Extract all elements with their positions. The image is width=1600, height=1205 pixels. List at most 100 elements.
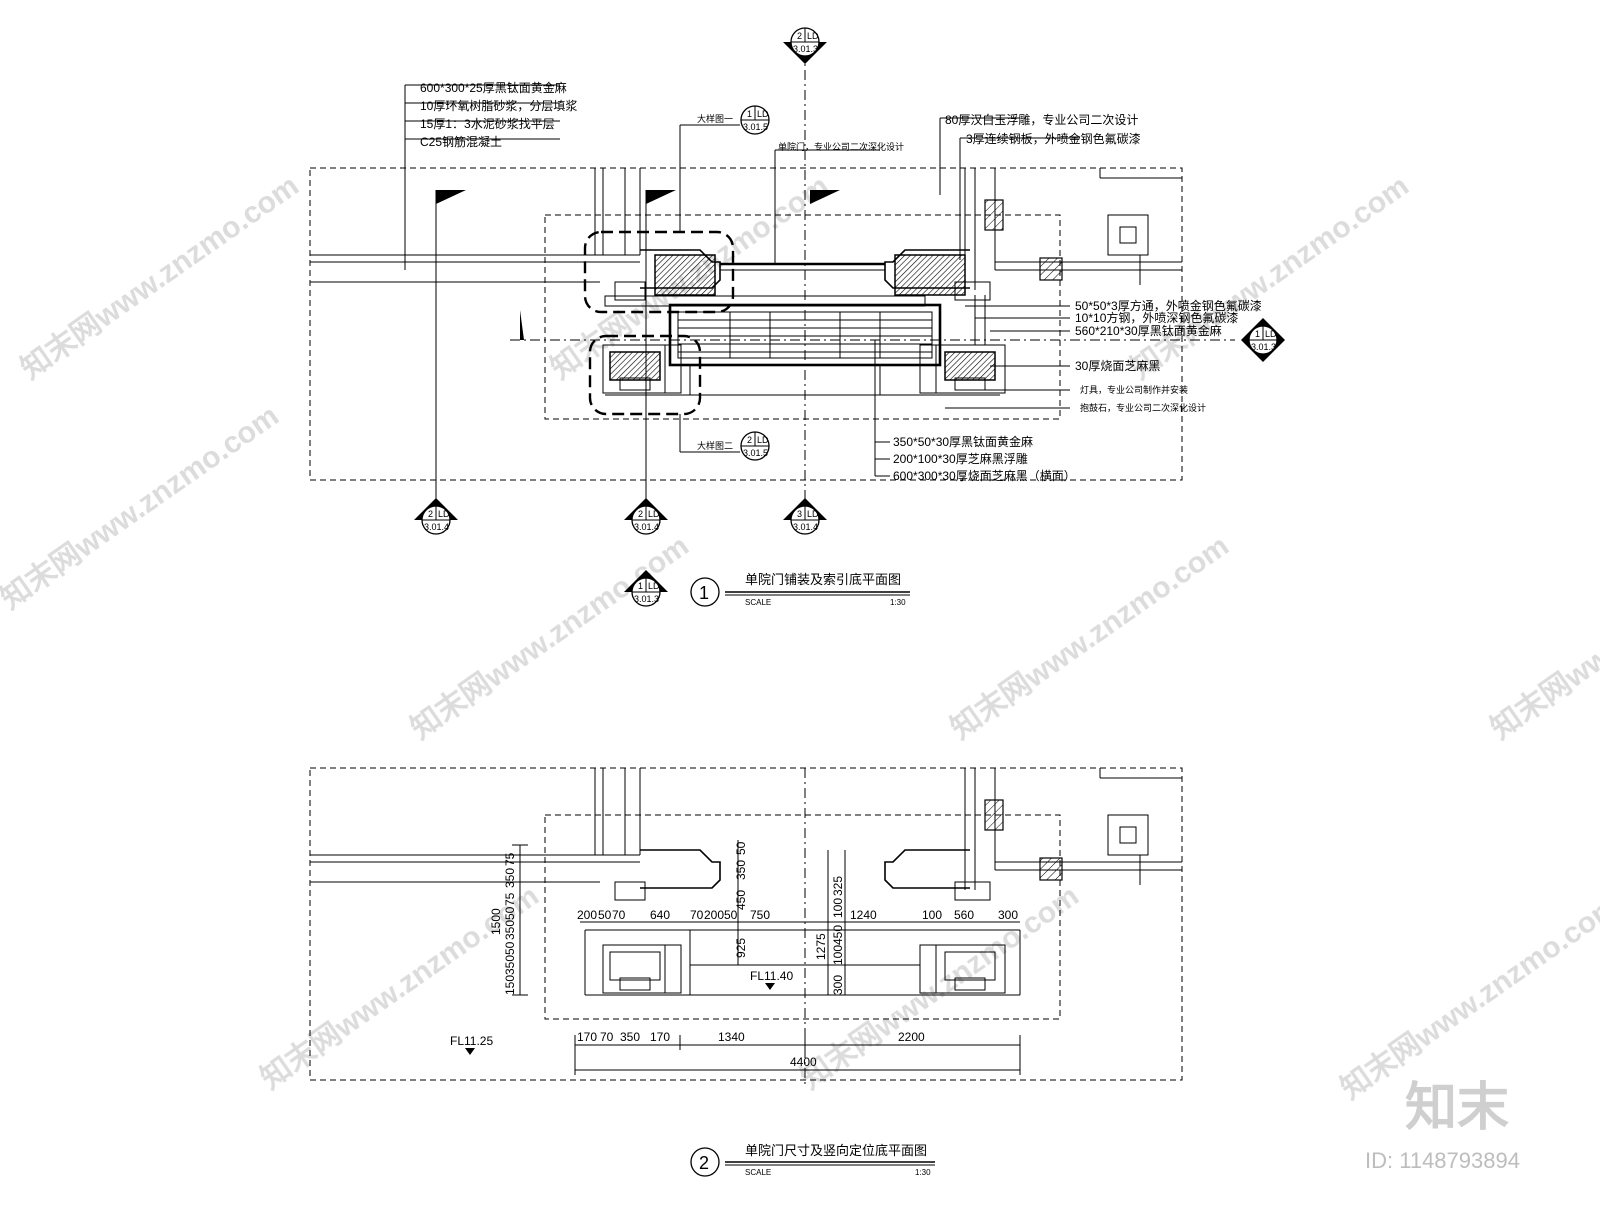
svg-text:LD: LD	[1265, 329, 1277, 339]
dim-v: 1500	[489, 908, 503, 935]
note-steel-plate: 3厚连续钢板，外喷金钢色氟碳漆	[966, 131, 1141, 146]
dim-h: 170	[650, 1030, 670, 1044]
dim-v: 450	[734, 890, 748, 910]
drawing-1-title: 1 单院门铺装及索引底平面图 SCALE 1:30	[690, 572, 910, 607]
svg-text:LD: LD	[807, 509, 819, 519]
note-bottom-1: 350*50*30厚黑钛面黄金麻	[893, 434, 1033, 449]
svg-text:3.01.3: 3.01.3	[634, 594, 659, 604]
svg-text:3.01.3: 3.01.3	[793, 44, 818, 54]
drawing-number: 1	[699, 583, 709, 603]
svg-text:3.01.3: 3.01.3	[1251, 342, 1276, 352]
dim-v: 925	[734, 938, 748, 958]
svg-text:3: 3	[797, 509, 802, 519]
dim-h: 200	[704, 908, 724, 922]
note-bottom-2: 200*100*30厚芝麻黑浮雕	[893, 451, 1028, 466]
dim-h: 1240	[850, 908, 877, 922]
svg-text:LD: LD	[757, 109, 769, 119]
dim-h: 70	[600, 1030, 614, 1044]
note-right-6: 抱鼓石，专业公司二次深化设计	[1080, 402, 1206, 413]
note-right-3: 560*210*30厚黑钛面黄金麻	[1075, 323, 1222, 338]
svg-text:3.01.5: 3.01.5	[743, 122, 768, 132]
svg-text:1: 1	[747, 109, 752, 119]
svg-text:2: 2	[747, 435, 752, 445]
section-marker: 1 LD 3.01.3	[624, 570, 668, 607]
dim-h: 70	[690, 908, 704, 922]
dim-v: 350	[503, 955, 517, 975]
dim-v: 75	[503, 892, 517, 906]
dim-h: 2200	[898, 1030, 925, 1044]
dim-v: 50	[503, 906, 517, 920]
section-marker: 3 LD 3.01.4	[783, 498, 827, 535]
drawing-number: 2	[699, 1153, 709, 1173]
dim-h: 750	[750, 908, 770, 922]
note-relief: 80厚汉白玉浮雕，专业公司二次设计	[945, 112, 1138, 127]
dim-v: 350	[734, 860, 748, 880]
svg-text:LD: LD	[757, 435, 769, 445]
note-right-1: 50*50*3厚方通，外喷金钢色氟碳漆	[1075, 298, 1262, 313]
watermark-text: 知末网www.znzmo.com	[1485, 529, 1600, 746]
dim-h: 1340	[718, 1030, 745, 1044]
note-finish-layer-4: C25钢筋混凝土	[420, 134, 502, 149]
section-marker: 2 LD 3.01.4	[624, 498, 668, 535]
note-finish-layer-3: 15厚1：3水泥砂浆找平层	[420, 116, 555, 131]
dim-h: 350	[620, 1030, 640, 1044]
brand-watermark: 知末 ID: 1148793894	[1365, 1079, 1520, 1173]
callout-detail-2-label: 大样图二	[697, 440, 733, 451]
section-marker: 2 LD 3.01.4	[414, 498, 458, 535]
dim-v: 1275	[814, 933, 828, 960]
dim-v: 325	[831, 876, 845, 896]
dim-h: 100	[922, 908, 942, 922]
dim-v: 50	[503, 941, 517, 955]
dim-h: 200	[577, 908, 597, 922]
drawing-title: 单院门尺寸及竖向定位底平面图	[745, 1143, 927, 1158]
svg-text:2: 2	[428, 509, 433, 519]
note-bottom-3: 600*300*30厚烧面芝麻黑（横面）	[893, 468, 1076, 483]
level-inner: FL11.40	[750, 969, 793, 983]
dim-h: 560	[954, 908, 974, 922]
section-marker: 1 LD 3.01.3	[1241, 318, 1285, 362]
section-marker: 2 LD 3.01.3	[783, 27, 827, 64]
dim-v: 75	[503, 852, 517, 866]
note-gate: 单院门，专业公司二次深化设计	[778, 141, 904, 152]
svg-text:2: 2	[797, 31, 802, 41]
drawing-1-plan: 600*300*25厚黑钛面黄金麻 10厚环氧树脂砂浆，分层填浆 15厚1：3水…	[309, 27, 1285, 607]
dim-v: 50	[734, 841, 748, 855]
dim-h: 170	[577, 1030, 597, 1044]
dim-h: 300	[998, 908, 1018, 922]
callout-detail-1-label: 大样图一	[697, 113, 733, 124]
note-right-2: 10*10方钢，外喷深钢色氟碳漆	[1075, 310, 1238, 325]
dim-v: 350	[503, 868, 517, 888]
drawing-2-title: 2 单院门尺寸及竖向定位底平面图 SCALE 1:30	[690, 1143, 935, 1177]
svg-text:1: 1	[638, 581, 643, 591]
scale-value: 1:30	[915, 1168, 931, 1177]
dim-h: 50	[598, 908, 612, 922]
dim-total: 4400	[790, 1055, 817, 1069]
detail-marker: 2 LD 3.01.5	[740, 431, 770, 461]
svg-text:LD: LD	[807, 31, 819, 41]
id-text: ID: 1148793894	[1365, 1148, 1520, 1173]
dim-h: 640	[650, 908, 670, 922]
svg-text:3.01.4: 3.01.4	[634, 522, 659, 532]
svg-text:LD: LD	[648, 581, 660, 591]
watermark-text: 知末网www.znzmo.com	[15, 169, 305, 386]
scale-label: SCALE	[745, 598, 771, 607]
dim-v: 100	[831, 945, 845, 965]
note-right-5: 灯具，专业公司制作并安装	[1080, 384, 1188, 395]
svg-text:1: 1	[1255, 329, 1260, 339]
dim-v: 100	[831, 898, 845, 918]
detail-marker: 1 LD 3.01.5	[740, 105, 770, 135]
svg-text:2: 2	[638, 509, 643, 519]
brand-logo: 知末	[1405, 1079, 1509, 1137]
note-finish-layer-1: 600*300*25厚黑钛面黄金麻	[420, 80, 567, 95]
dim-h: 70	[612, 908, 626, 922]
watermark-text: 知末网www.znzmo.com	[405, 529, 695, 746]
level-outer: FL11.25	[450, 1034, 493, 1048]
dim-v: 350	[503, 920, 517, 940]
watermark-text: 知末网www.znzmo.com	[0, 399, 285, 616]
note-finish-layer-2: 10厚环氧树脂砂浆，分层填浆	[420, 98, 577, 113]
svg-text:3.01.5: 3.01.5	[743, 448, 768, 458]
scale-value: 1:30	[890, 598, 906, 607]
svg-text:3.01.4: 3.01.4	[424, 522, 449, 532]
